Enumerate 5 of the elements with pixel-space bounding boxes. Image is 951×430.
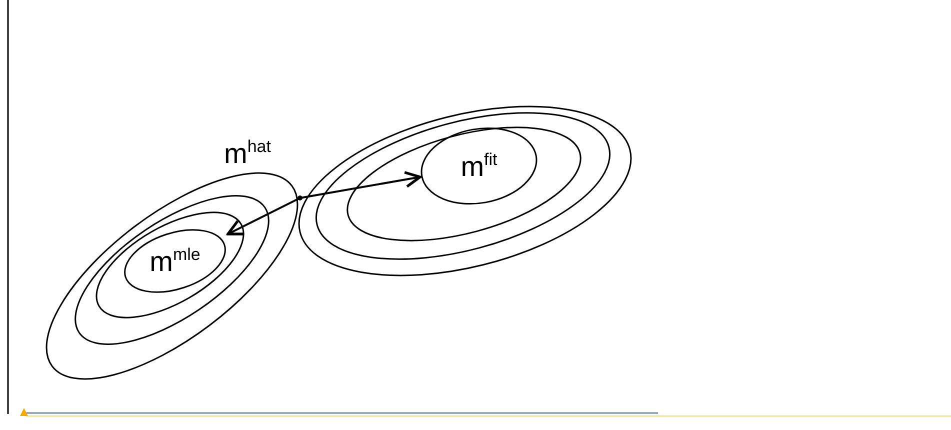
arrow [226, 197, 300, 236]
variable-label: m$^{hat}$ [224, 138, 271, 168]
variable-label: m$^{mle}$ [150, 246, 200, 276]
arrow [300, 171, 422, 199]
variable-label: m$^{fit}$ [460, 151, 498, 181]
